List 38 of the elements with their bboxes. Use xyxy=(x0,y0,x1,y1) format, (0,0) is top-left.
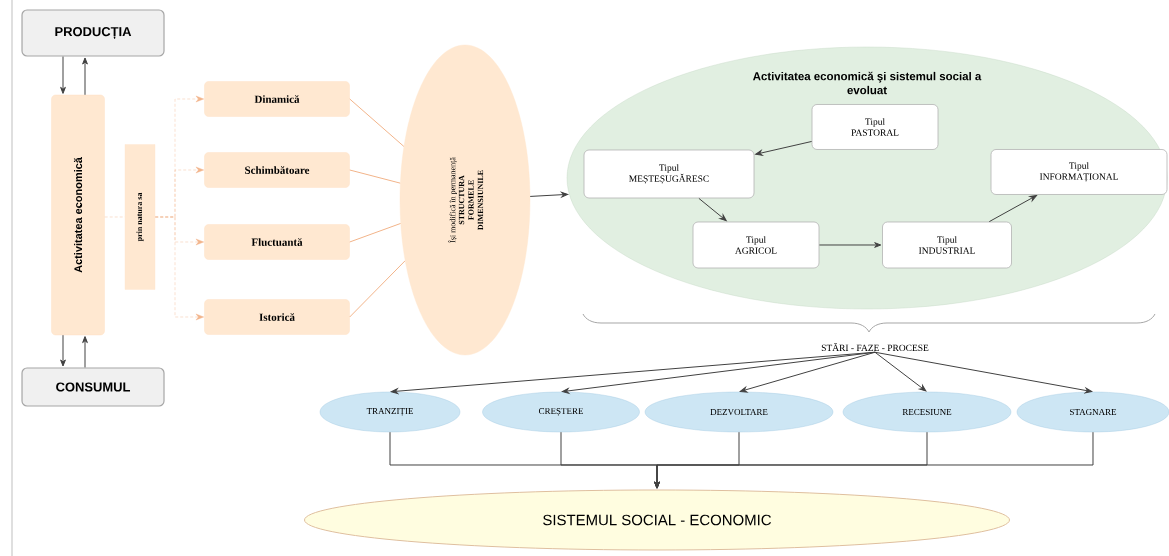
arrow xyxy=(874,351,1093,394)
rounded-box: Tipul INFORMAȚIONAL xyxy=(990,149,1168,195)
rounded-box: Tipul MEȘTEȘUGĂRESC xyxy=(583,149,755,199)
arrow xyxy=(60,56,66,94)
connector-line xyxy=(349,260,406,318)
arrow xyxy=(82,57,88,96)
rounded-box: Istorică xyxy=(204,299,350,335)
rounded-box: CONSUMUL xyxy=(21,367,165,407)
rounded-box: Fluctuantă xyxy=(204,224,350,260)
rounded-box: Tipul AGRICOL xyxy=(692,221,820,269)
arrow xyxy=(755,141,813,156)
connector-line xyxy=(349,169,401,184)
rounded-box: Tipul PASTORAL xyxy=(811,104,939,150)
rounded-box: Activitatea economică xyxy=(51,94,105,336)
oval: RECESIUNE xyxy=(842,391,1012,433)
rounded-box: Tipul INDUSTRIAL xyxy=(882,221,1012,269)
arrow xyxy=(60,334,66,367)
arrow xyxy=(529,191,569,198)
title-text: Activitatea economică şi sistemul social a evoluat xyxy=(753,71,982,95)
oval: DEZVOLTARE xyxy=(644,391,834,433)
arrow xyxy=(155,216,204,321)
heading-text: STĂRI - FAZE - PROCESE xyxy=(821,342,929,352)
rounded-box: Schimbătoare xyxy=(204,152,350,188)
arrow xyxy=(874,351,927,392)
oval: STAGNARE xyxy=(1016,391,1169,433)
arrow xyxy=(654,431,1094,489)
connector-line xyxy=(349,98,405,147)
arrow xyxy=(988,195,1037,223)
rounded-box: PRODUCȚIA xyxy=(21,9,165,57)
oval: SISTEMUL SOCIAL - ECONOMIC xyxy=(304,489,1010,551)
connector-line xyxy=(349,222,402,243)
arrow xyxy=(818,242,882,248)
arrow xyxy=(739,351,876,393)
rounded-box: Dinamică xyxy=(204,81,350,117)
oval: CREȘTERE xyxy=(482,391,640,433)
oval: TRANZIȚIE xyxy=(319,391,461,433)
arrow xyxy=(698,197,727,222)
arrow xyxy=(82,336,88,368)
